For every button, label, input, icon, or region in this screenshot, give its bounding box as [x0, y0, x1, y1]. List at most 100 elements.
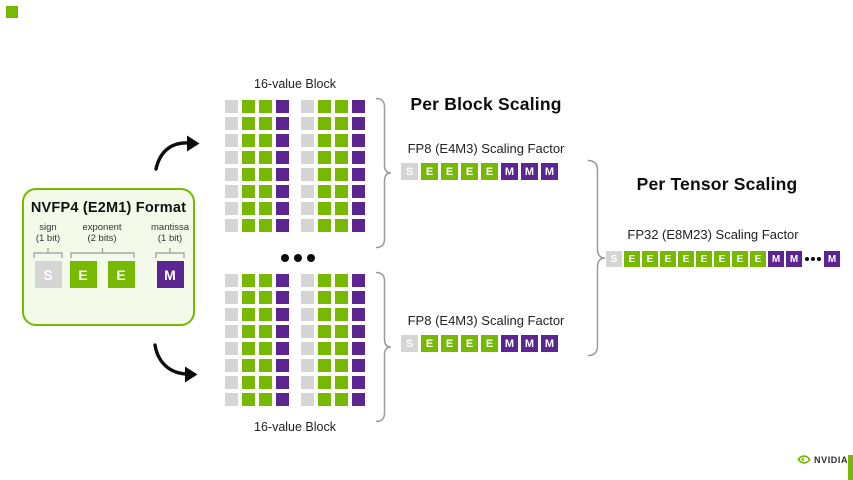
- grid-row: [225, 274, 365, 287]
- grid-bit-cell: [259, 393, 272, 406]
- grid-bit-cell: [335, 308, 348, 321]
- grid-bit-cell: [318, 202, 331, 215]
- bit-cell-e: E: [461, 163, 478, 180]
- grid-row: [225, 376, 365, 389]
- grid-bit-cell: [318, 168, 331, 181]
- bit-cell-m: M: [824, 251, 840, 267]
- grid-bit-cell: [301, 185, 314, 198]
- grid-bit-cell: [301, 151, 314, 164]
- grid-bit-cell: [276, 393, 289, 406]
- grid-bit-cell: [352, 376, 365, 389]
- bottom-block-label: 16-value Block: [254, 420, 336, 434]
- grid-row: [225, 219, 365, 232]
- grid-bit-cell: [318, 134, 331, 147]
- grid-bit-cell: [242, 100, 255, 113]
- bit-cell-m: M: [521, 163, 538, 180]
- grid-bit-cell: [318, 185, 331, 198]
- grid-bit-cell: [242, 202, 255, 215]
- grid-bit-cell: [335, 376, 348, 389]
- nvidia-logo: NVIDIA: [797, 454, 848, 465]
- grid-bit-cell: [225, 117, 238, 130]
- grid-bit-cell: [225, 100, 238, 113]
- grid-bit-cell: [276, 342, 289, 355]
- grid-bit-cell: [301, 274, 314, 287]
- grid-bit-cell: [276, 376, 289, 389]
- grid-row: [225, 393, 365, 406]
- nvidia-eye-icon: [797, 455, 811, 464]
- grid-bit-cell: [242, 393, 255, 406]
- bottom-value-block-grid: [225, 274, 365, 406]
- grid-row: [225, 185, 365, 198]
- grid-bit-cell: [352, 274, 365, 287]
- grid-bit-cell: [225, 359, 238, 372]
- grid-bit-cell: [225, 185, 238, 198]
- grid-bit-cell: [352, 168, 365, 181]
- bit-cell-m: M: [501, 163, 518, 180]
- grid-bit-cell: [225, 134, 238, 147]
- grid-row: [225, 308, 365, 321]
- grid-bit-cell: [301, 308, 314, 321]
- grid-bit-cell: [335, 274, 348, 287]
- grid-bit-cell: [259, 274, 272, 287]
- grid-bit-cell: [335, 151, 348, 164]
- field-bracket: [69, 248, 135, 258]
- grid-bit-cell: [335, 100, 348, 113]
- grid-bit-cell: [335, 202, 348, 215]
- fp4-bit-cell-m: M: [156, 261, 184, 288]
- grid-bit-cell: [301, 134, 314, 147]
- grid-bit-cell: [259, 291, 272, 304]
- fp4-bit-cell-e: E: [107, 261, 135, 288]
- grid-bit-cell: [318, 291, 331, 304]
- grid-bit-cell: [276, 219, 289, 232]
- grid-bit-cell: [318, 342, 331, 355]
- grid-row: [225, 151, 365, 164]
- grid-bit-cell: [352, 151, 365, 164]
- grid-bit-cell: [318, 359, 331, 372]
- bit-cell-e: E: [441, 163, 458, 180]
- bit-cell-m: M: [768, 251, 784, 267]
- grid-bit-cell: [318, 151, 331, 164]
- grid-bit-cell: [276, 151, 289, 164]
- grid-bit-cell: [242, 376, 255, 389]
- field-cells: M: [156, 261, 184, 288]
- grid-bit-cell: [259, 359, 272, 372]
- grid-bit-cell: [276, 325, 289, 338]
- grid-bit-cell: [225, 393, 238, 406]
- bit-cell-m: M: [786, 251, 802, 267]
- field-bracket: [33, 248, 63, 258]
- grid-bit-cell: [352, 291, 365, 304]
- grid-bit-cell: [352, 117, 365, 130]
- bit-cell-e: E: [642, 251, 658, 267]
- grid-bit-cell: [352, 202, 365, 215]
- grid-bit-cell: [259, 185, 272, 198]
- fp4-bit-cell-e: E: [69, 261, 97, 288]
- per-tensor-scaling-heading: Per Tensor Scaling: [636, 174, 798, 194]
- format-box-title: NVFP4 (E2M1) Format: [30, 200, 187, 216]
- grid-bit-cell: [225, 291, 238, 304]
- bit-cell-e: E: [624, 251, 640, 267]
- grid-row: [225, 325, 365, 338]
- grid-bit-cell: [352, 325, 365, 338]
- grid-bit-cell: [276, 168, 289, 181]
- grid-bit-cell: [276, 134, 289, 147]
- top-block-brace: [375, 97, 392, 249]
- per-tensor-brace: [587, 159, 606, 357]
- bit-cell-s: S: [401, 163, 418, 180]
- grid-bit-cell: [352, 308, 365, 321]
- grid-bit-cell: [301, 376, 314, 389]
- fp8-factor-label-top: FP8 (E4M3) Scaling Factor: [407, 141, 565, 156]
- grid-bit-cell: [301, 342, 314, 355]
- grid-bit-cell: [318, 308, 331, 321]
- grid-bit-cell: [242, 168, 255, 181]
- grid-row: [225, 134, 365, 147]
- grid-bit-cell: [352, 185, 365, 198]
- grid-bit-cell: [301, 219, 314, 232]
- grid-bit-cell: [352, 219, 365, 232]
- field-label: sign(1 bit): [35, 222, 61, 245]
- grid-bit-cell: [335, 185, 348, 198]
- arrow-to-top-block-icon: [154, 135, 200, 171]
- grid-bit-cell: [259, 168, 272, 181]
- bit-cell-m: M: [541, 335, 558, 352]
- grid-bit-cell: [276, 117, 289, 130]
